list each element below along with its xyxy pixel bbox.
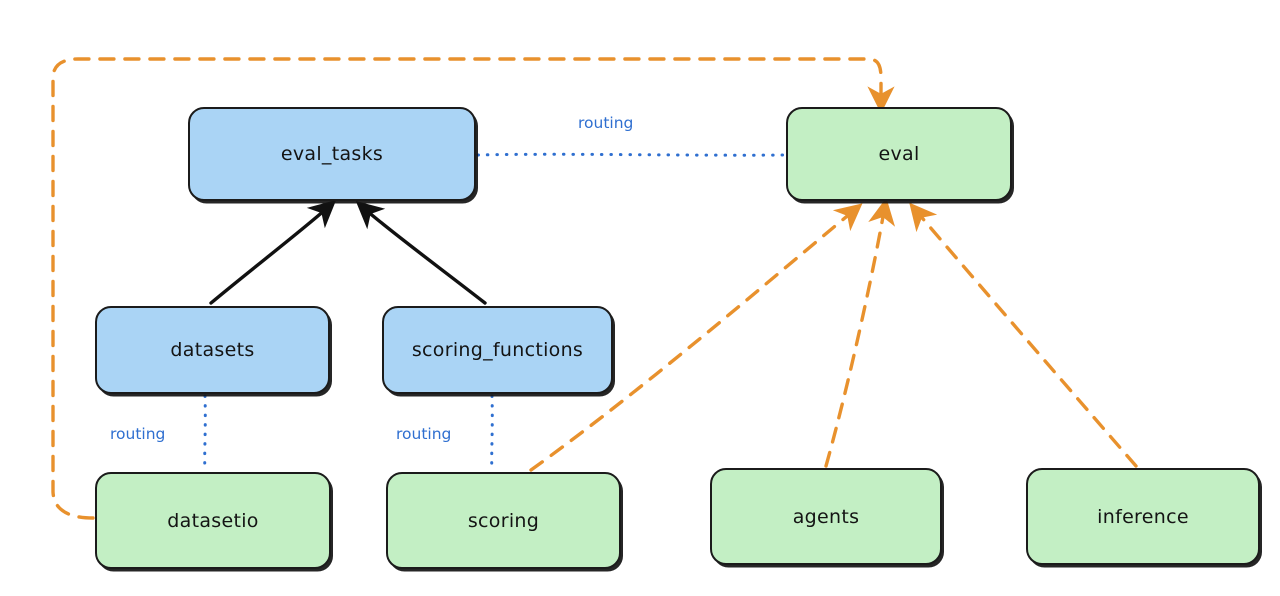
node-label-scoring: scoring xyxy=(467,509,540,532)
edge-datasets-to-eval-tasks xyxy=(209,199,337,305)
edge-label-routing-scoring-functions-scoring: routing xyxy=(396,425,452,443)
node-label-datasets: datasets xyxy=(170,339,255,361)
node-label-datasetio: datasetio xyxy=(167,509,259,532)
edge-label-routing-eval-tasks-eval: routing xyxy=(578,114,634,132)
edge-routing-datasets-to-datasetio xyxy=(203,394,207,472)
node-agents[interactable]: agents xyxy=(710,468,942,565)
node-label-eval-tasks: eval_tasks xyxy=(280,143,384,165)
node-label-inference: inference xyxy=(1097,505,1189,528)
edge-agents-to-eval xyxy=(824,197,896,468)
edge-inference-to-eval xyxy=(909,202,1138,468)
edge-label-routing-datasets-datasetio: routing xyxy=(110,425,166,443)
node-scoring[interactable]: scoring xyxy=(386,472,621,569)
node-label-scoring-functions: scoring_functions xyxy=(411,339,584,361)
node-datasets[interactable]: datasets xyxy=(95,306,330,394)
node-label-agents: agents xyxy=(792,505,860,528)
node-label-eval: eval xyxy=(878,143,920,165)
edge-routing-scoring-functions-to-scoring xyxy=(490,394,494,473)
edge-datasetio-to-eval xyxy=(51,57,895,520)
edge-scoring-to-eval xyxy=(529,203,863,472)
node-datasetio[interactable]: datasetio xyxy=(95,472,331,569)
edge-routing-eval-tasks-to-eval xyxy=(476,152,786,157)
node-scoring-functions[interactable]: scoring_functions xyxy=(382,306,613,394)
edge-scoring-functions-to-eval-tasks xyxy=(355,201,487,305)
node-eval-tasks[interactable]: eval_tasks xyxy=(188,107,476,201)
node-eval[interactable]: eval xyxy=(786,107,1012,201)
node-inference[interactable]: inference xyxy=(1026,468,1260,565)
